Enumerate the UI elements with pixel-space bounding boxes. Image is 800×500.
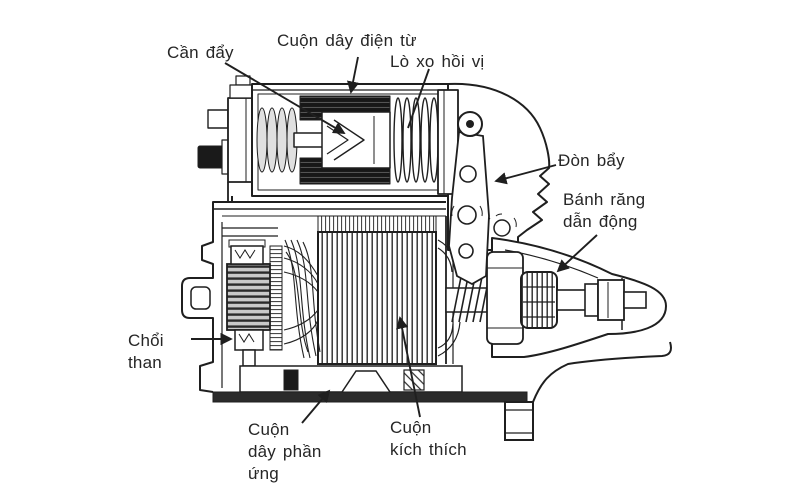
commutator: [226, 263, 271, 331]
mounting-foot: [504, 401, 534, 441]
pinion-gear: [520, 271, 558, 329]
brush-lower: [234, 329, 264, 367]
return-spring: [393, 97, 439, 183]
label-banh-rang-dan-dong: Bánh răng dẫn động: [563, 190, 646, 231]
solenoid-assembly: [197, 75, 459, 203]
bottom-assembly: [212, 365, 528, 403]
arrow-cuon-day-phan-ung: [301, 389, 331, 424]
label-cuon-day-phan-ung: Cuộn dây phần ứng: [248, 420, 322, 483]
arrow-lo-xo-hoi-vi: [407, 68, 430, 129]
arrow-don-bay: [494, 164, 557, 185]
plunger-rod: [293, 132, 325, 148]
terminal-bolt: [197, 145, 225, 169]
clutch-body: [486, 251, 524, 345]
label-cuon-day-dien-tu: Cuộn dây điện từ: [277, 31, 417, 50]
drive-shaft: [556, 279, 647, 321]
brush-upper: [228, 239, 266, 265]
stator-laminations: [317, 215, 437, 233]
shift-lever: [448, 111, 490, 286]
arrow-can-day: [224, 62, 346, 134]
arrow-cuon-day-dien-tu: [347, 56, 360, 94]
label-cuon-kich-thich: Cuộn kích thích: [390, 418, 467, 459]
end-cap-ear-hole: [190, 286, 211, 310]
solenoid-end-plate: [227, 97, 253, 183]
label-don-bay: Đòn bẩy: [558, 151, 625, 170]
washer-stack: [256, 107, 298, 173]
leader-arrows: [191, 56, 598, 424]
label-lo-xo-hoi-vi: Lò xo hồi vị: [390, 52, 485, 71]
arrow-banh-rang: [556, 234, 598, 273]
plunger: [321, 111, 391, 169]
field-coil: [317, 231, 461, 365]
armature-winding: [283, 239, 321, 359]
arrow-cuon-kich-thich: [396, 316, 421, 418]
label-can-day: Cần đẩy: [167, 43, 234, 62]
commutator-risers: [269, 245, 283, 351]
terminal-stud: [207, 109, 229, 129]
label-choi-than: Chổi than: [128, 331, 164, 372]
